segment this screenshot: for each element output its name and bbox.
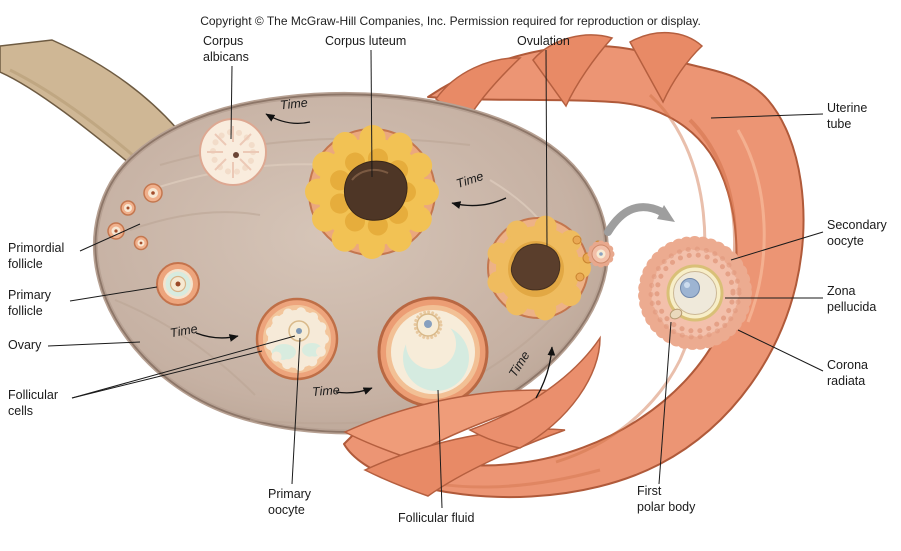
primary-follicle-shape (156, 262, 200, 306)
label-primordial-follicle: Primordial follicle (8, 241, 65, 271)
time-arrow-4 (335, 387, 373, 395)
leader-corona-radiata (737, 329, 824, 372)
primordial-follicles-shape (107, 183, 163, 251)
leader-ovary (47, 341, 141, 347)
label-uterine-tube: Uterine tube (827, 101, 868, 131)
uterine-tube-fimbriae-front (343, 335, 601, 497)
time-arrows (195, 113, 556, 399)
label-ovulation: Ovulation (517, 34, 570, 48)
leader-secondary-oocyte (730, 231, 824, 261)
first-polar-body-shape (669, 308, 683, 320)
label-corona-radiata: Corona radiata (827, 358, 868, 388)
copyright-notice: Copyright © The McGraw-Hill Companies, I… (200, 14, 701, 28)
secondary-follicle-large-shape (377, 296, 489, 408)
label-time-4: Time (311, 383, 341, 399)
leader-first-polar-body (658, 321, 672, 485)
secondary-follicle-small-shape (255, 297, 339, 381)
released-oocyte-small (587, 240, 615, 268)
leader-follicular-cells-1 (71, 350, 263, 399)
time-arrow-3 (195, 332, 239, 342)
label-corpus-albicans: Corpus albicans (203, 34, 249, 64)
leader-primary-oocyte (291, 337, 301, 485)
label-follicular-cells: Follicular cells (8, 388, 59, 418)
oocyte-nucleus-shape (680, 278, 700, 298)
corpus-albicans-shape (199, 118, 267, 186)
mature-follicle-ovulation-shape (485, 215, 615, 321)
secondary-oocyte-shape (638, 236, 752, 350)
leader-follicular-cells-2 (71, 335, 296, 399)
leader-lines (47, 49, 824, 509)
leader-primordial-follicle (79, 223, 141, 252)
time-arrow-5 (535, 346, 556, 399)
leader-corpus-luteum (370, 49, 373, 178)
label-time-1: Time (279, 95, 309, 113)
ovulation-direction-arrow (604, 203, 675, 236)
label-first-polar-body: First polar body (637, 484, 696, 514)
label-corpus-luteum: Corpus luteum (325, 34, 407, 48)
time-arrow-2 (451, 197, 507, 209)
label-zona-pellucida: Zona pellucida (827, 284, 877, 314)
label-primary-follicle: Primary follicle (8, 288, 52, 318)
time-arrow-1 (265, 113, 311, 125)
leader-corpus-albicans (230, 65, 233, 140)
leader-primary-follicle (69, 286, 158, 302)
leader-uterine-tube (710, 113, 824, 119)
leader-follicular-fluid (437, 389, 443, 509)
leader-ovulation (545, 49, 548, 247)
label-secondary-oocyte: Secondary oocyte (827, 218, 887, 248)
label-primary-oocyte: Primary oocyte (268, 487, 312, 517)
label-ovary: Ovary (8, 338, 42, 352)
label-follicular-fluid: Follicular fluid (398, 511, 475, 525)
